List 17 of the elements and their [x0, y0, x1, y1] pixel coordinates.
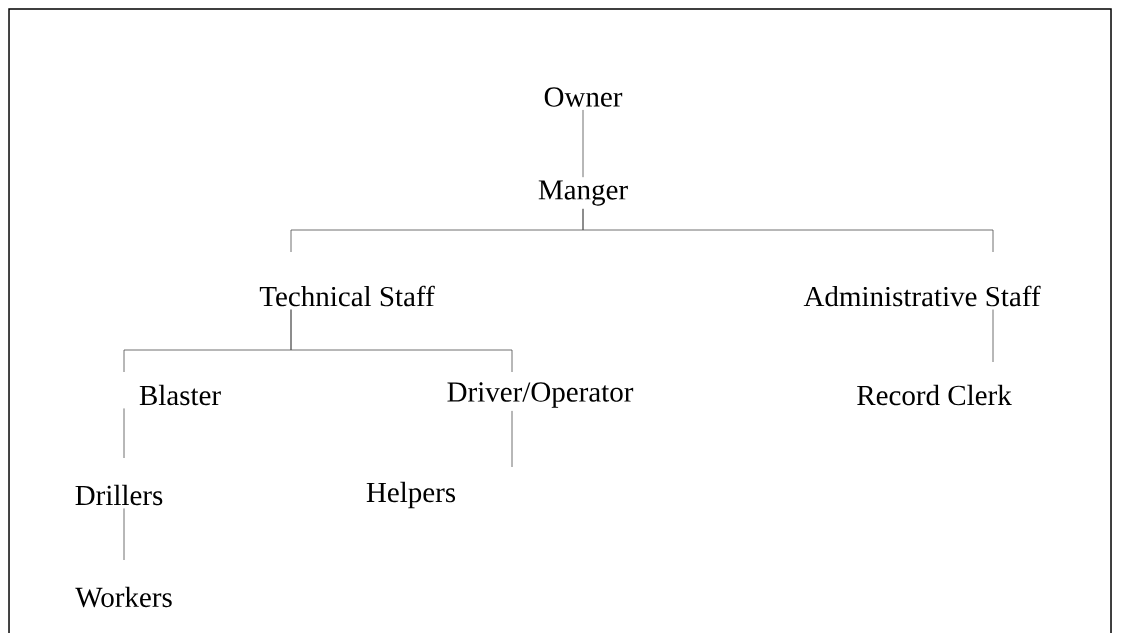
role-label: Driver/Operator	[447, 382, 634, 408]
connector-line	[582, 208, 994, 253]
role-label: Workers	[75, 586, 172, 608]
role-label: Blaster	[139, 384, 221, 406]
role-label: Helpers	[366, 481, 456, 509]
connector-line	[123, 408, 125, 459]
role-label: Administrative Staff	[803, 285, 1041, 307]
connector-line	[992, 309, 994, 363]
connector-line	[290, 309, 513, 373]
role-label: Manger	[538, 180, 628, 206]
role-label: Owner	[544, 87, 623, 107]
connector-line	[123, 508, 125, 561]
role-label: Drillers	[75, 484, 163, 506]
role-label: Record Clerk	[857, 384, 1012, 406]
connector-line	[582, 109, 584, 178]
role-label: Technical Staff	[259, 285, 435, 307]
connector-line	[511, 410, 513, 468]
